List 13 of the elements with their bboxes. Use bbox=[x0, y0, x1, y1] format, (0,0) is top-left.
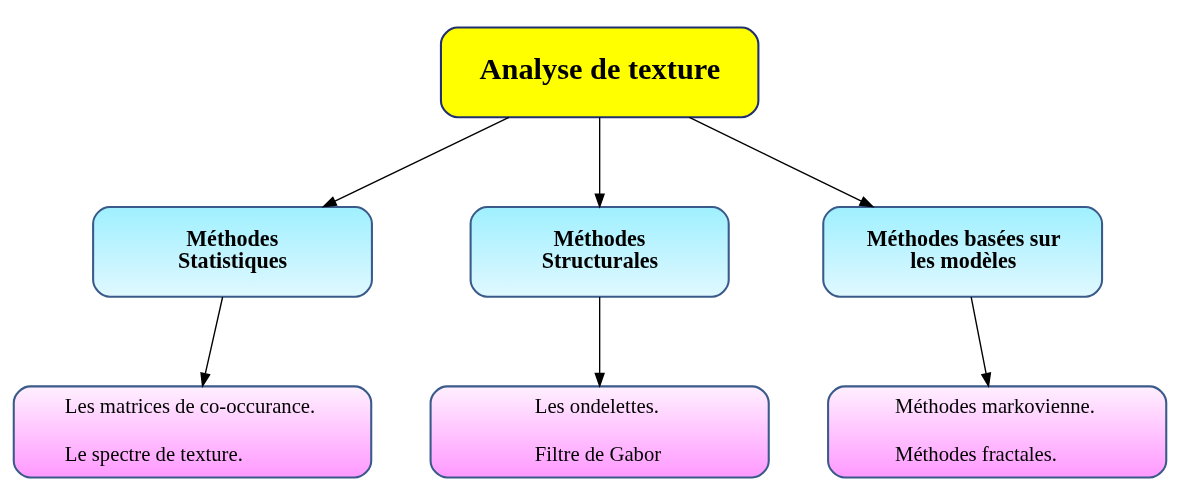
arrow bbox=[970, 295, 992, 388]
node-box: Méthodes Statistiques bbox=[92, 205, 373, 298]
node-box: Méthodes basées sur les modèles bbox=[822, 205, 1104, 298]
arrow bbox=[321, 116, 510, 208]
node-box: Les matrices de co-occurance. Le spectre de texture. bbox=[12, 384, 373, 478]
arrow bbox=[594, 295, 605, 388]
node-box: Les ondelettes. Filtre de Gabor bbox=[429, 384, 770, 478]
node-box: Méthodes markovienne. Méthodes fractales. bbox=[827, 384, 1168, 478]
node-box: Méthodes Structurales bbox=[469, 205, 730, 298]
arrow bbox=[200, 295, 224, 388]
arrow bbox=[688, 116, 875, 208]
arrow bbox=[594, 116, 605, 209]
node-box: Analyse de texture bbox=[439, 26, 760, 118]
